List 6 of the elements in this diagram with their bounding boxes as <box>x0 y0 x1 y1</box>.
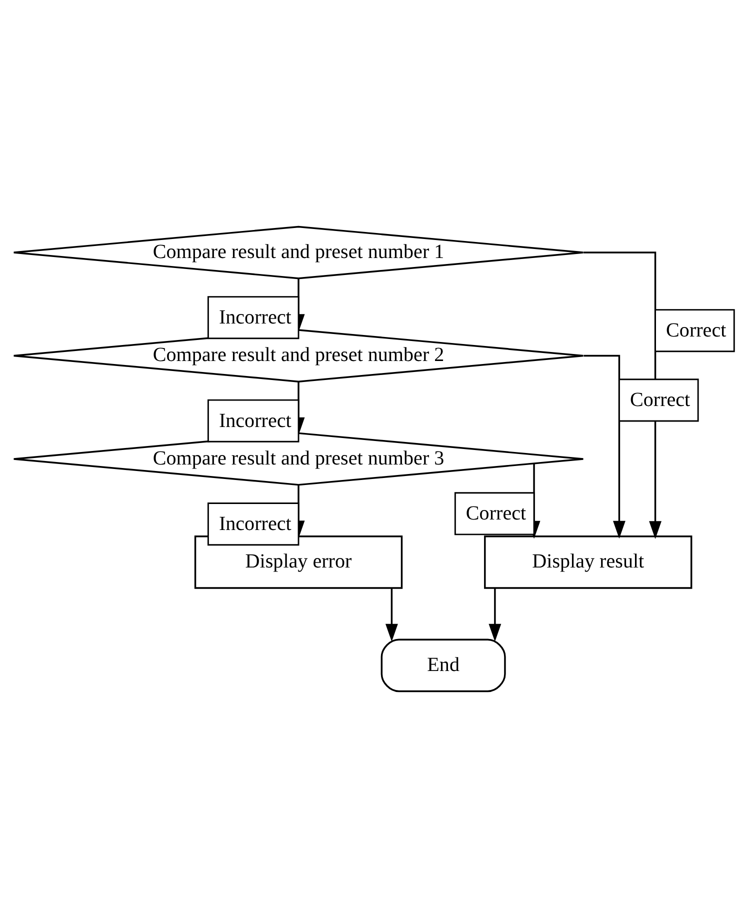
edge-label: Correct <box>466 502 526 525</box>
edge-label: Incorrect <box>218 306 292 329</box>
edge-label: Incorrect <box>218 410 292 432</box>
edge-label: Incorrect <box>218 513 292 536</box>
edge-label: Correct <box>630 389 690 412</box>
edge-label: Correct <box>666 320 726 342</box>
